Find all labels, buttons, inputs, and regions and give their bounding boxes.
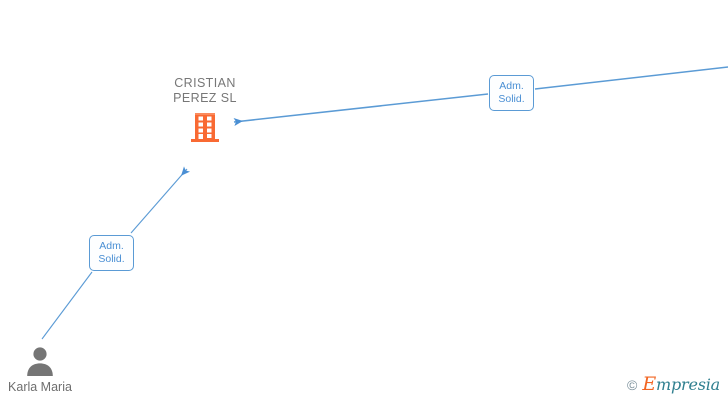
person-node-label: Karla Maria <box>8 380 72 394</box>
brand-initial: E <box>642 373 656 395</box>
watermark-empresia: © Empresia <box>627 375 720 394</box>
edge-line-incoming-right-outer <box>534 66 728 90</box>
edge-line-label-to-company <box>130 166 191 234</box>
building-icon <box>191 113 219 142</box>
node-company-cristian-perez-sl[interactable]: CRISTIAN PEREZ SL <box>155 76 255 144</box>
node-person-karla-maria[interactable]: Karla Maria <box>0 345 88 395</box>
brand-rest: mpresia <box>656 375 720 394</box>
copyright-icon: © <box>627 376 638 393</box>
company-node-label: CRISTIAN PEREZ SL <box>173 76 237 105</box>
brand-wordmark: Empresia <box>642 375 720 394</box>
edge-label-adm-solid-right[interactable]: Adm. Solid. <box>489 75 534 111</box>
edge-label-adm-solid-left[interactable]: Adm. Solid. <box>89 235 134 271</box>
person-icon <box>27 347 53 376</box>
edge-line-person-to-label <box>41 271 93 340</box>
edge-line-incoming-right-inner <box>233 93 489 126</box>
